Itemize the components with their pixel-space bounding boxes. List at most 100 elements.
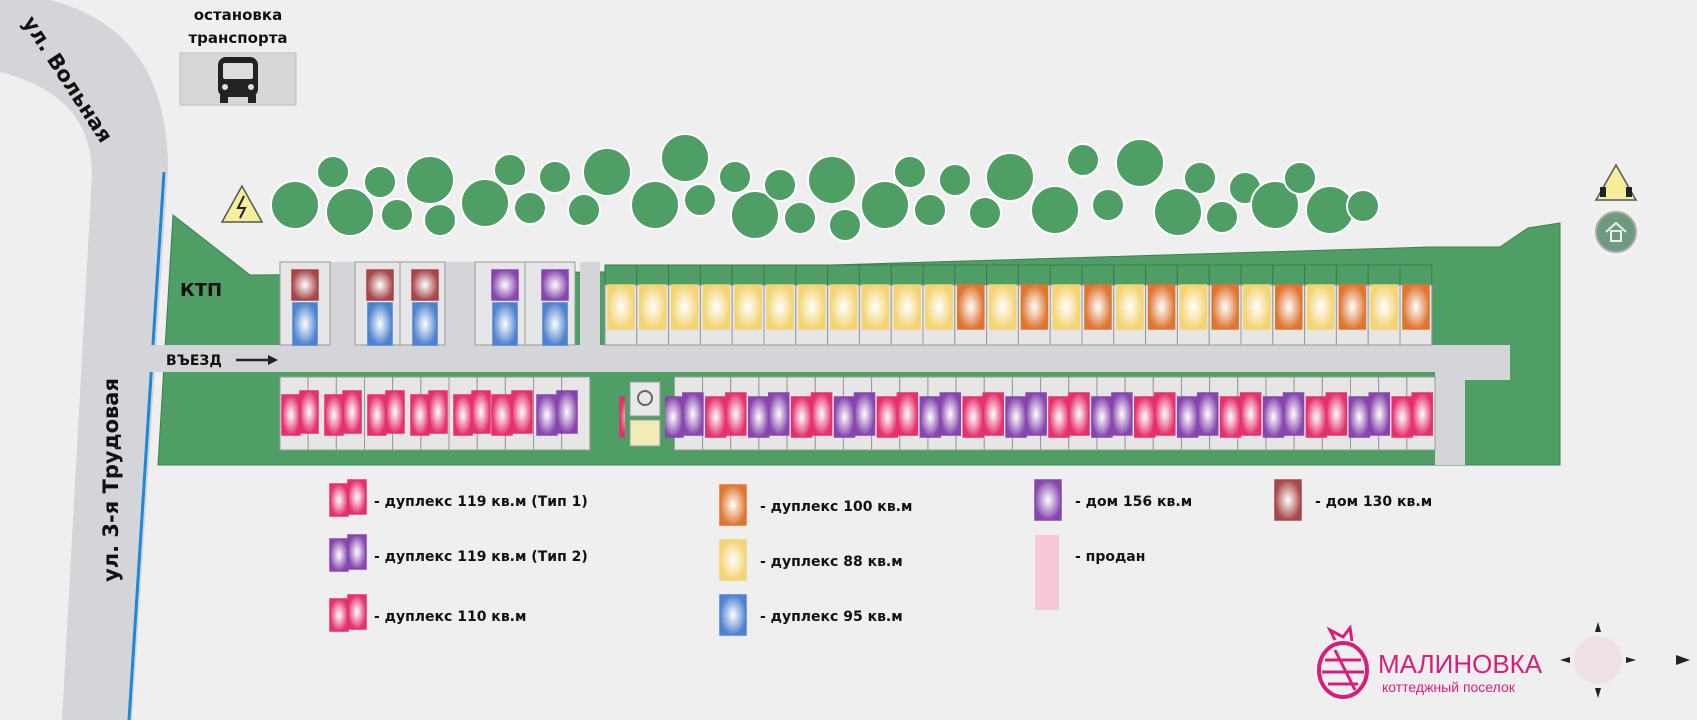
house-purple[interactable] xyxy=(662,396,684,438)
house-yellow[interactable] xyxy=(702,284,731,330)
tree-icon xyxy=(513,191,547,225)
house-yellow[interactable] xyxy=(893,284,921,330)
house-pink[interactable] xyxy=(1325,392,1348,436)
house-purple[interactable] xyxy=(491,269,519,301)
house-yellow[interactable] xyxy=(1116,284,1144,330)
house-orange[interactable] xyxy=(1275,284,1303,330)
house-brown[interactable] xyxy=(366,269,394,301)
house-orange[interactable] xyxy=(957,284,985,330)
tree-icon xyxy=(913,193,947,227)
house-yellow[interactable] xyxy=(1179,284,1208,330)
house-yellow[interactable] xyxy=(925,284,953,330)
house-yellow[interactable] xyxy=(670,284,699,330)
tree-icon xyxy=(985,152,1035,202)
internal-road xyxy=(330,262,355,345)
house-pink[interactable] xyxy=(1219,396,1242,438)
house-blue[interactable] xyxy=(542,302,568,346)
house-pink[interactable] xyxy=(982,392,1004,436)
house-purple[interactable] xyxy=(1348,396,1371,438)
house-yellow[interactable] xyxy=(829,284,858,330)
tree-icon xyxy=(763,168,797,202)
house-pink_small[interactable] xyxy=(324,394,344,436)
high-voltage-warning-icon xyxy=(220,184,264,223)
house-brown[interactable] xyxy=(291,269,319,301)
house-pink[interactable] xyxy=(511,390,533,434)
house-pink_small[interactable] xyxy=(453,394,473,436)
house-pink_small[interactable] xyxy=(342,390,362,434)
house-pink_small[interactable] xyxy=(410,394,430,436)
house-yellow[interactable] xyxy=(1370,284,1398,330)
legend-label: - дуплекс 119 кв.м (Тип 2) xyxy=(374,549,588,565)
entrance-arrow-icon xyxy=(236,355,278,365)
house-purple[interactable] xyxy=(1005,396,1027,438)
house-pink[interactable] xyxy=(725,392,747,436)
house-yellow[interactable] xyxy=(1306,284,1335,330)
house-yellow[interactable] xyxy=(1243,284,1271,330)
house-purple[interactable] xyxy=(767,392,790,436)
house-purple[interactable] xyxy=(1111,392,1133,436)
house-pink[interactable] xyxy=(810,392,833,436)
tree-icon xyxy=(582,147,632,197)
house-purple[interactable] xyxy=(1176,396,1199,438)
house-purple[interactable] xyxy=(1091,396,1113,438)
house-pink[interactable] xyxy=(876,396,899,438)
house-orange[interactable] xyxy=(1084,284,1112,330)
compass-rose-icon xyxy=(1560,622,1690,698)
house-purple[interactable] xyxy=(1282,392,1305,436)
house-purple[interactable] xyxy=(853,392,876,436)
house-purple[interactable] xyxy=(541,269,569,301)
house-pink[interactable] xyxy=(790,396,813,438)
house-purple[interactable] xyxy=(682,392,704,436)
house-pink[interactable] xyxy=(705,396,727,438)
house-orange[interactable] xyxy=(1147,284,1176,330)
house-purple[interactable] xyxy=(747,396,770,438)
house-pink[interactable] xyxy=(1068,392,1090,436)
house-yellow[interactable] xyxy=(607,284,635,330)
house-yellow[interactable] xyxy=(734,284,762,330)
house-orange[interactable] xyxy=(1338,284,1367,330)
house-pink[interactable] xyxy=(1048,396,1070,438)
house-pink[interactable] xyxy=(1411,392,1433,436)
house-pink[interactable] xyxy=(1239,392,1262,436)
house-yellow[interactable] xyxy=(1052,284,1080,330)
house-yellow[interactable] xyxy=(988,284,1017,330)
house-pink_small[interactable] xyxy=(367,394,387,436)
house-yellow[interactable] xyxy=(798,284,826,330)
house-orange[interactable] xyxy=(1402,284,1430,330)
house-purple[interactable] xyxy=(536,394,558,436)
house-pink[interactable] xyxy=(491,394,513,436)
house-purple[interactable] xyxy=(939,392,962,436)
house-orange[interactable] xyxy=(1211,284,1239,330)
house-pink[interactable] xyxy=(962,396,984,438)
house-blue[interactable] xyxy=(292,302,318,346)
house-pink_small[interactable] xyxy=(281,394,301,436)
tree-icon xyxy=(270,180,320,230)
house-purple[interactable] xyxy=(1196,392,1219,436)
house-purple[interactable] xyxy=(1262,396,1285,438)
house-blue[interactable] xyxy=(367,302,393,346)
house-pink[interactable] xyxy=(1305,396,1328,438)
legend-label: - дуплекс 100 кв.м xyxy=(760,499,912,515)
house-purple[interactable] xyxy=(1025,392,1047,436)
house-yellow[interactable] xyxy=(766,284,794,330)
house-pink_small[interactable] xyxy=(385,390,405,434)
house-purple[interactable] xyxy=(1368,392,1391,436)
house-pink[interactable] xyxy=(1391,396,1413,438)
house-pink[interactable] xyxy=(1154,392,1176,436)
house-purple[interactable] xyxy=(833,396,856,438)
house-yellow[interactable] xyxy=(639,284,667,330)
tree-icon xyxy=(380,198,414,232)
legend-item: - дуплекс 95 кв.м xyxy=(719,594,903,636)
house-orange[interactable] xyxy=(1020,284,1049,330)
house-pink_small[interactable] xyxy=(471,390,491,434)
house-brown[interactable] xyxy=(411,269,439,301)
house-pink[interactable] xyxy=(896,392,919,436)
house-pink_small[interactable] xyxy=(428,390,448,434)
house-pink[interactable] xyxy=(1134,396,1156,438)
house-blue[interactable] xyxy=(412,302,438,346)
house-pink_small[interactable] xyxy=(299,390,319,434)
house-yellow[interactable] xyxy=(861,284,890,330)
house-blue[interactable] xyxy=(492,302,518,346)
house-purple[interactable] xyxy=(556,390,578,434)
house-purple[interactable] xyxy=(919,396,942,438)
